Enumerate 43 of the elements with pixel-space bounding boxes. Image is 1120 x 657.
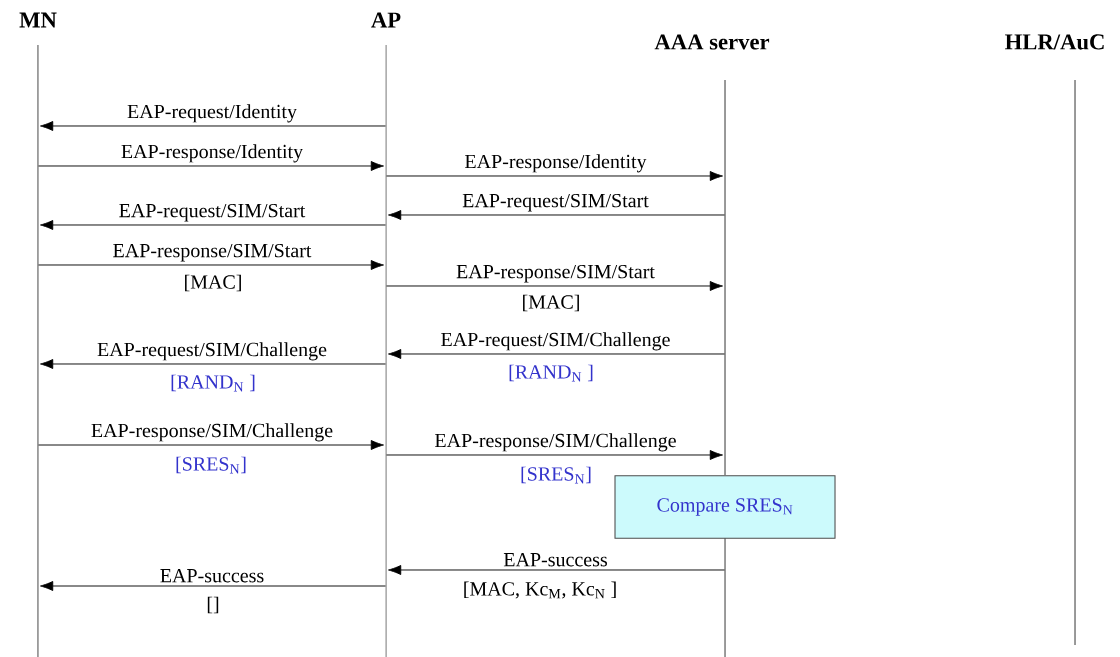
message-arrow: [40, 220, 386, 230]
message-arrow: [38, 260, 384, 270]
edge-label: EAP-request/Identity: [127, 104, 297, 123]
edge-label: EAP-request/SIM/Start: [462, 193, 649, 212]
parameter-label: [MAC]: [185, 274, 241, 292]
message-arrow: [40, 121, 386, 131]
edge-label: EAP-success: [160, 569, 264, 583]
lifeline: [724, 80, 726, 475]
lifeline: [724, 538, 726, 657]
edge-label: EAP-response/Identity: [465, 154, 647, 173]
participant-label: MN: [19, 12, 57, 28]
parameter-label: [RAND$_{N}$ ]: [171, 374, 255, 392]
participant-label: AAA server: [654, 34, 770, 50]
parameter-label: [MAC, Kc$_{M}$, Kc$_{N}$ ]: [464, 581, 616, 599]
message-arrow: [38, 440, 384, 450]
message-arrow: [386, 450, 723, 460]
edge-label: EAP-success: [503, 553, 607, 567]
parameter-label: [RAND$_{N}$ ]: [509, 364, 593, 382]
edge-label: EAP-request/SIM/Start: [119, 203, 306, 222]
edge-label: EAP-request/SIM/Challenge: [97, 342, 327, 361]
lifeline: [37, 45, 39, 657]
parameter-label: [SRES$_{N}$]: [521, 466, 591, 484]
edge-label: EAP-response/SIM/Start: [113, 243, 312, 262]
message-arrow: [388, 349, 725, 359]
message-arrow: [40, 581, 386, 591]
parameter-label: [SRES$_{N}$]: [176, 456, 246, 474]
message-arrow: [388, 565, 725, 575]
participant-label: HLR/AuC: [1005, 34, 1104, 50]
message-arrow: [386, 171, 723, 181]
message-arrow: [38, 161, 384, 171]
lifeline: [1074, 80, 1076, 645]
message-arrow: [388, 210, 725, 220]
edge-label: EAP-response/Identity: [121, 144, 303, 163]
process-box: Compare SRES$_{N}$: [614, 475, 836, 539]
edge-label: EAP-request/SIM/Challenge: [441, 332, 670, 351]
participant-label: AP: [371, 12, 401, 28]
edge-label: EAP-response/SIM/Start: [456, 264, 655, 283]
message-arrow: [386, 281, 723, 291]
parameter-label: []: [207, 596, 219, 614]
parameter-label: [MAC]: [523, 294, 579, 312]
edge-label: EAP-response/SIM/Challenge: [435, 433, 676, 452]
edge-label: EAP-response/SIM/Challenge: [91, 423, 333, 442]
message-arrow: [40, 359, 386, 369]
